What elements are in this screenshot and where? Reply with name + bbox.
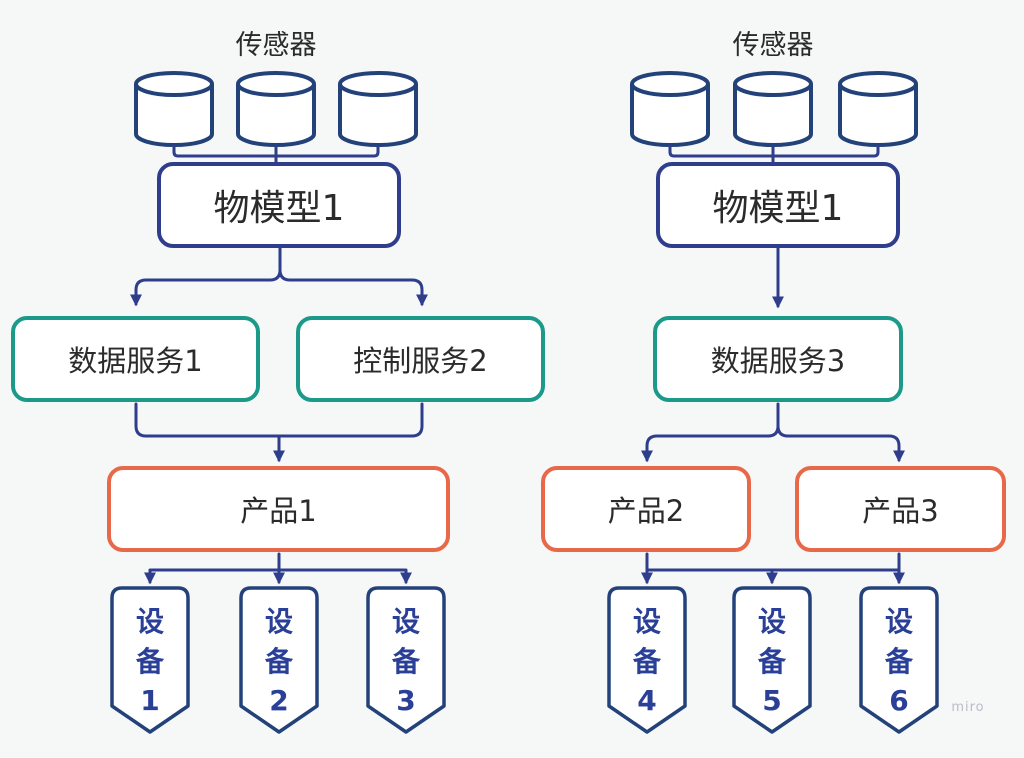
device-4-label-mid: 备 xyxy=(632,645,661,678)
connector-line xyxy=(641,402,780,463)
device-4-label-top: 设 xyxy=(632,605,661,638)
model-box-left: 物模型1 xyxy=(157,162,401,248)
sensor-cylinder-icon xyxy=(236,71,316,147)
device-5-label-num: 5 xyxy=(762,683,782,717)
connectors xyxy=(130,144,905,585)
connector-line xyxy=(278,268,428,307)
device-shape-5 xyxy=(732,586,812,734)
device-6-label-num: 6 xyxy=(889,683,909,717)
device-4-label-num: 4 xyxy=(637,683,657,717)
product-box-2: 产品2 xyxy=(541,466,751,552)
device-shape-4 xyxy=(607,586,687,734)
device-3-label-top: 设 xyxy=(391,605,420,638)
sensor-cylinder-icon xyxy=(733,71,813,147)
device-shapes xyxy=(110,586,939,734)
device-shape-1 xyxy=(110,586,190,734)
device-shape-2 xyxy=(239,586,319,734)
service-box-left-1: 数据服务1 xyxy=(11,316,260,402)
sensor-label-left: 传感器 xyxy=(235,29,317,61)
sensor-cylinder-icon xyxy=(630,71,710,147)
device-5-label-top: 设 xyxy=(757,605,786,638)
device-1-label-mid: 备 xyxy=(135,645,164,678)
connector-line xyxy=(134,402,424,438)
device-3-label-num: 3 xyxy=(396,683,416,717)
product-box-3: 产品3 xyxy=(795,466,1006,552)
device-1-label-num: 1 xyxy=(140,683,160,717)
connector-line xyxy=(776,424,905,463)
service-box-left-2: 控制服务2 xyxy=(296,316,545,402)
service-box-right-1: 数据服务3 xyxy=(653,316,903,402)
connector-line xyxy=(130,246,282,307)
sensor-group-right xyxy=(630,71,918,147)
device-6-label-mid: 备 xyxy=(884,645,913,678)
sensor-cylinder-icon xyxy=(134,71,214,147)
device-3-label-mid: 备 xyxy=(391,645,420,678)
product-box-1: 产品1 xyxy=(107,466,450,552)
device-shape-3 xyxy=(366,586,446,734)
miro-watermark: miro xyxy=(951,699,985,715)
device-6-label-top: 设 xyxy=(884,605,913,638)
sensor-cylinder-icon xyxy=(838,71,918,147)
device-2-label-top: 设 xyxy=(264,605,293,638)
sensor-cylinder-icon xyxy=(338,71,418,147)
device-2-label-num: 2 xyxy=(269,683,289,717)
model-box-right: 物模型1 xyxy=(656,162,900,248)
device-1-label-top: 设 xyxy=(135,605,164,638)
sensor-group-left xyxy=(134,71,418,147)
sensor-label-right: 传感器 xyxy=(732,29,814,61)
device-5-label-mid: 备 xyxy=(757,645,786,678)
device-2-label-mid: 备 xyxy=(264,645,293,678)
device-shape-6 xyxy=(859,586,939,734)
